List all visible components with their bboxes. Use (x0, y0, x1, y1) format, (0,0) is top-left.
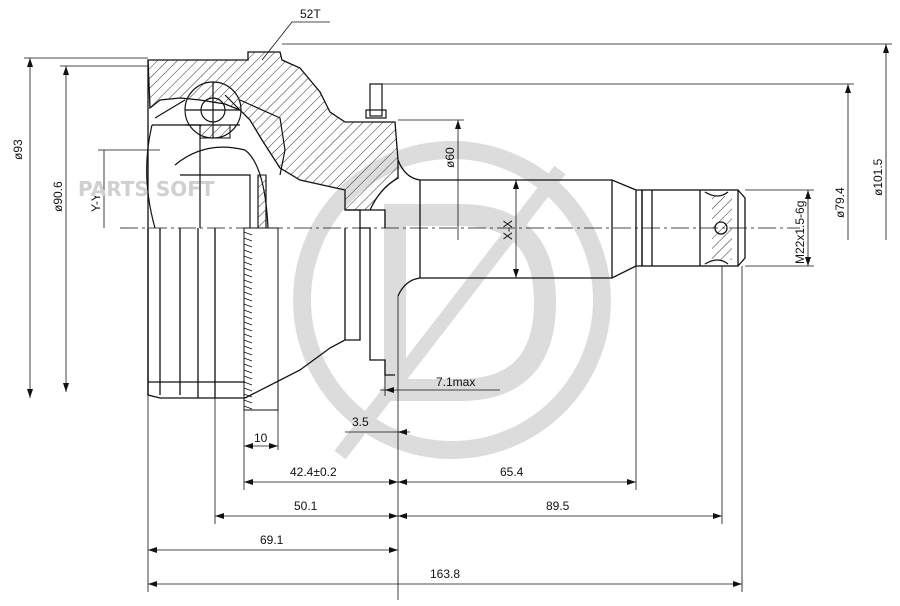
abs-tooth (243, 321, 253, 326)
label-42-4: 42.4±0.2 (290, 465, 337, 479)
abs-tooth (243, 285, 253, 290)
abs-tooth (243, 297, 253, 302)
abs-tooth (243, 303, 253, 308)
label-axis-y: Y-Y (89, 193, 103, 212)
label-7-1max: 7.1max (436, 375, 475, 389)
abs-tooth (243, 381, 253, 386)
arrowheads (27, 44, 889, 587)
shaft (397, 159, 746, 297)
abs-tooth (243, 375, 253, 380)
abs-tooth (243, 327, 253, 332)
abs-tooth (243, 345, 253, 350)
abs-tooth (243, 249, 253, 254)
abs-tooth (243, 243, 253, 248)
label-dia-60: ø60 (443, 147, 457, 168)
abs-tooth (243, 351, 253, 356)
abs-ring (243, 227, 279, 411)
label-axis-x: X-X (501, 220, 515, 240)
abs-tooth (243, 339, 253, 344)
label-10: 10 (254, 431, 268, 445)
abs-tooth (243, 273, 253, 278)
abs-tooth (243, 279, 253, 284)
abs-tooth (243, 405, 253, 410)
top-pin (365, 83, 387, 119)
dimension-lines (24, 21, 892, 600)
abs-tooth (243, 267, 253, 272)
abs-tooth (243, 387, 253, 392)
abs-tooth (243, 309, 253, 314)
abs-tooth (243, 291, 253, 296)
abs-tooth (243, 315, 253, 320)
label-65-4: 65.4 (500, 465, 524, 479)
label-dia-101-5: ø101.5 (871, 158, 885, 196)
abs-tooth (243, 333, 253, 338)
abs-tooth (243, 393, 253, 398)
label-50-1: 50.1 (294, 499, 318, 513)
abs-tooth (243, 231, 253, 236)
label-89-5: 89.5 (546, 499, 570, 513)
abs-tooth (243, 255, 253, 260)
watermark-text: PARTS SOFT (78, 177, 215, 201)
label-69-1: 69.1 (260, 533, 284, 547)
label-dia-90-6: ø90.6 (51, 181, 65, 212)
label-teeth: 52T (300, 7, 321, 21)
label-3-5: 3.5 (352, 415, 369, 429)
label-163-8: 163.8 (430, 567, 460, 581)
abs-tooth (243, 237, 253, 242)
label-thread: M22x1.5-6g (793, 201, 807, 264)
abs-tooth (243, 261, 253, 266)
abs-tooth (243, 357, 253, 362)
label-dia-93: ø93 (11, 139, 25, 160)
abs-tooth (243, 369, 253, 374)
abs-tooth (243, 363, 253, 368)
label-dia-79-4: ø79.4 (833, 187, 847, 218)
outer-housing (147, 51, 399, 399)
abs-tooth (243, 399, 253, 404)
watermark-logo (293, 141, 611, 460)
